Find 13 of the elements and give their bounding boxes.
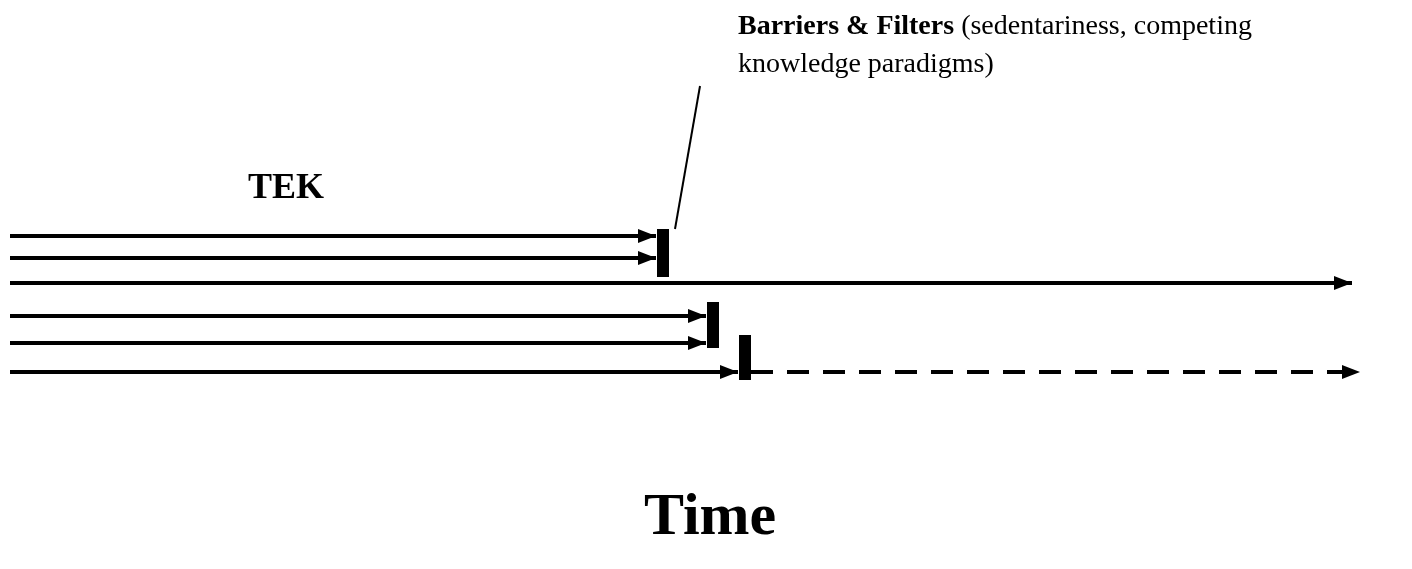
arrow — [10, 229, 656, 243]
arrow — [10, 336, 706, 350]
barrier-bar — [657, 229, 669, 277]
annotation-text: Barriers & Filters (sedentariness, competing knowledge paradigms) — [738, 8, 1253, 80]
barrier-bar — [739, 335, 751, 380]
arrow — [751, 365, 1360, 379]
leader-line — [674, 85, 701, 230]
barrier-bar — [707, 302, 719, 348]
arrow — [10, 251, 656, 265]
arrow — [10, 309, 706, 323]
series-label: TEK — [248, 165, 325, 207]
axis-label: Time — [644, 480, 777, 549]
arrow — [10, 365, 738, 379]
